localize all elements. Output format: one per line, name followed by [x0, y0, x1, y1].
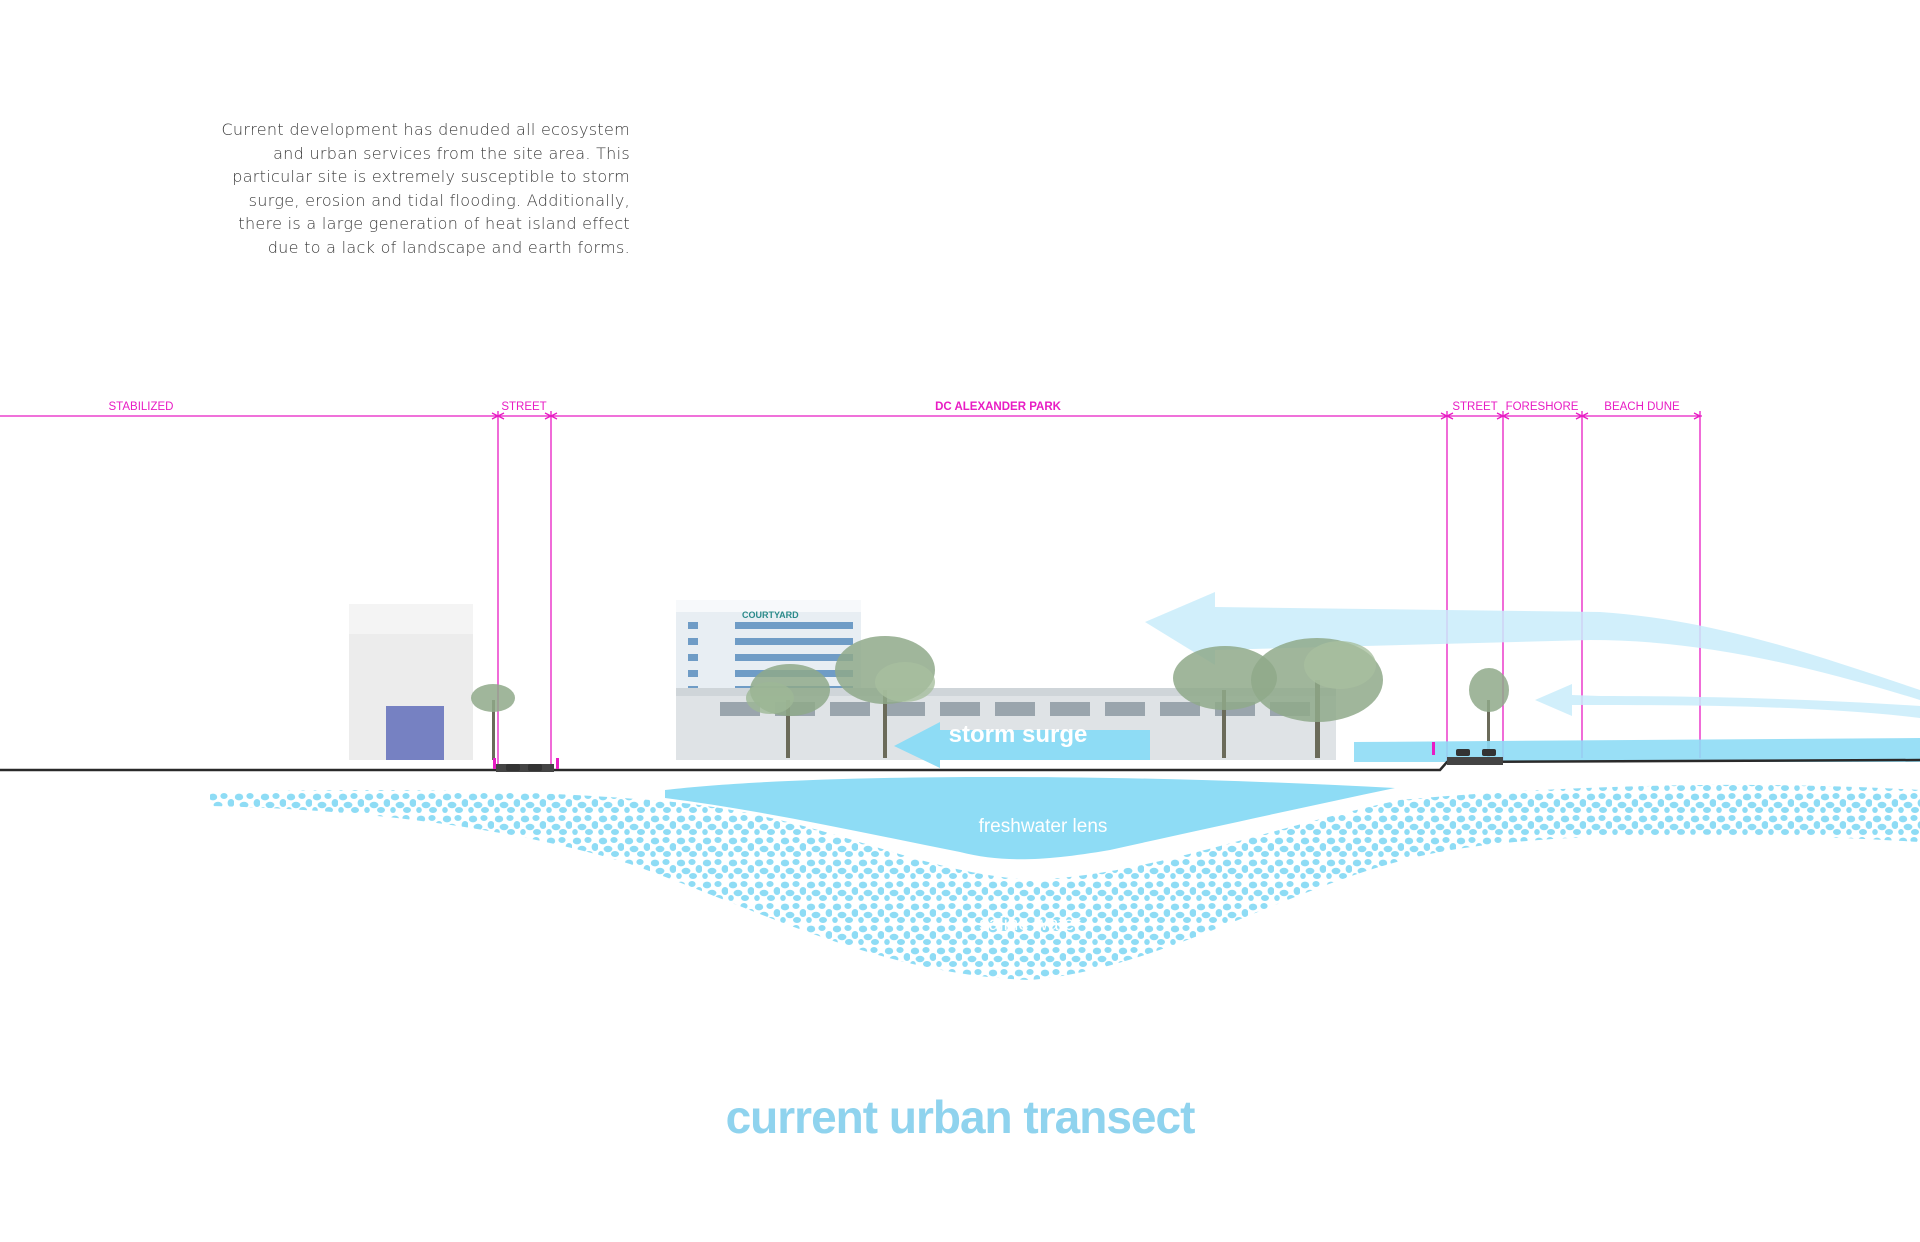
description-line: there is a large generation of heat isla…	[238, 214, 630, 233]
podium-band	[676, 688, 1336, 696]
saline-water-label: saline water	[979, 914, 1081, 935]
building-glass	[386, 706, 444, 760]
trees	[471, 636, 1509, 760]
zone-dimension-lines	[0, 411, 1702, 768]
hotel-top	[676, 600, 861, 612]
car	[528, 764, 542, 771]
road-right	[1447, 757, 1503, 765]
left-building	[349, 604, 473, 760]
tree	[835, 636, 935, 758]
diagram-title: current urban transect	[725, 1091, 1196, 1143]
hotel-sign: COURTYARD	[742, 610, 799, 620]
car	[506, 764, 520, 771]
description-line: Current development has denuded all ecos…	[221, 120, 630, 139]
vehicles	[506, 749, 1496, 771]
pedestrians	[493, 742, 1435, 769]
surge-arrow-upper	[1145, 592, 1920, 700]
zone-label-beach-dune: BEACH DUNE	[1604, 401, 1680, 413]
description-line: surge, erosion and tidal flooding. Addit…	[248, 190, 630, 210]
description-line: due to a lack of landscape and earth for…	[267, 237, 630, 257]
storm-surge-label: storm surge	[949, 721, 1088, 748]
zone-tick	[491, 412, 505, 420]
zone-tick	[1440, 412, 1454, 420]
freshwater-lens	[665, 776, 1395, 860]
description-line: and urban services from the site area. T…	[273, 143, 630, 163]
zone-tick	[544, 412, 558, 420]
road-left	[496, 764, 554, 772]
car	[1456, 749, 1470, 756]
saline-water-body	[210, 784, 1920, 980]
zone-tick	[1693, 412, 1702, 420]
zone-tick	[1575, 412, 1589, 420]
surface-flood-water	[1354, 738, 1920, 762]
zone-label-stabilized: STABILIZED	[109, 401, 174, 413]
storm-surge-arrows	[1145, 592, 1920, 718]
car	[1482, 749, 1496, 756]
palm-tree	[1469, 668, 1509, 760]
surge-arrow-lower	[1535, 684, 1920, 718]
palm-tree	[471, 684, 515, 760]
description-line: particular site is extremely susceptible…	[232, 167, 630, 186]
person	[1432, 742, 1435, 755]
tree	[746, 664, 830, 758]
zone-tick	[1496, 412, 1510, 420]
zone-label-foreshore: FORESHORE	[1506, 401, 1579, 413]
person	[493, 758, 496, 769]
building-facade-shade	[349, 604, 473, 634]
freshwater-lens-label: freshwater lens	[979, 816, 1108, 837]
person	[556, 758, 559, 769]
site-description: Current development has denuded all ecos…	[190, 118, 630, 259]
zone-labels: STABILIZED STREET DC ALEXANDER PARK STRE…	[109, 401, 1681, 413]
zone-label-street: STREET	[1452, 401, 1497, 413]
ground-line	[0, 758, 1920, 772]
storm-surge-arrow	[894, 722, 1150, 768]
zone-label-street: STREET	[501, 401, 546, 413]
tree	[1173, 646, 1277, 758]
zone-label-park: DC ALEXANDER PARK	[935, 401, 1062, 413]
tree	[1251, 638, 1383, 758]
